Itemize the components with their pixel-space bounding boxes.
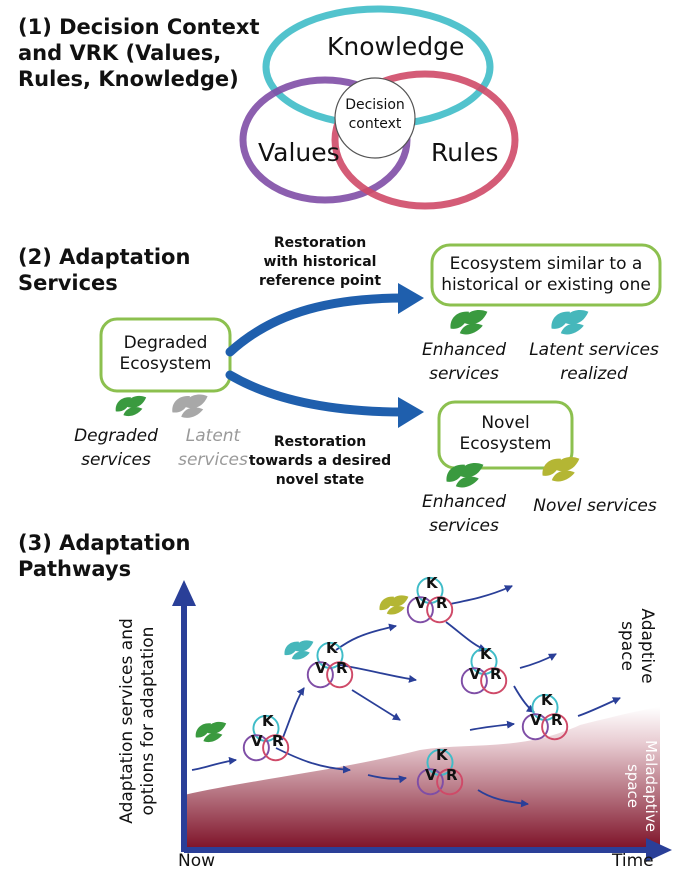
decision-context-line: context [348, 116, 402, 132]
degraded-services-label: Degraded services [66, 424, 166, 472]
latent-services-realized-line: realized [560, 364, 628, 384]
latent-services-realized-label: Latent services realized [520, 338, 668, 386]
vrk-k: K [436, 746, 448, 764]
decision-context-label: Decision context [335, 96, 415, 134]
section3-title: (3) Adaptation Pathways [18, 530, 190, 582]
section2-title: (2) Adaptation Services [18, 244, 190, 296]
section1-title: (1) Decision Context and VRK (Values, Ru… [18, 14, 259, 92]
similar-ecosystem-line: Ecosystem similar to a [449, 254, 643, 274]
latent-services-line: Latent [185, 426, 241, 446]
maladaptive-space-line: space [624, 763, 642, 808]
pathways-axes [172, 580, 672, 862]
vrk-r: R [551, 711, 563, 729]
vrk-v: V [425, 766, 437, 784]
vrk-node-text: K V R [411, 745, 469, 803]
vrk-r: R [446, 766, 458, 784]
novel-ecosystem-frame [437, 400, 574, 470]
novel-ecosystem-line: Ecosystem [459, 434, 552, 454]
latent-services-label: Latent services [168, 424, 258, 472]
vrk-node-text: K V R [237, 711, 295, 769]
section2-title-line: (2) Adaptation [18, 245, 191, 269]
knowledge-label: Knowledge [327, 32, 465, 61]
vrk-r: R [272, 732, 284, 750]
enhanced-services-line: Enhanced [421, 492, 507, 512]
maladaptive-space-line: Maladaptive [642, 740, 660, 832]
vrk-v: V [251, 732, 263, 750]
enhanced-services-line: services [429, 516, 499, 536]
latent-services-line: services [178, 450, 248, 470]
vrk-k: K [480, 645, 492, 663]
novel-ecosystem-line: Novel [481, 413, 530, 433]
leaf-cluster-icon [450, 310, 488, 335]
vrk-v: V [315, 659, 327, 677]
restoration-historical-line: Restoration [273, 235, 367, 251]
restoration-novel-label: Restoration towards a desired novel stat… [238, 433, 402, 490]
restoration-novel-line: Restoration [273, 434, 367, 450]
section2-title-line: Services [18, 271, 118, 295]
degraded-ecosystem-line: Degraded [123, 333, 208, 353]
restoration-historical-line: with historical [263, 254, 377, 270]
restoration-historical-arrow [225, 283, 424, 357]
vrk-venn [239, 5, 519, 210]
vrk-node-text: K V R [301, 638, 359, 696]
leaf-cluster-icon [195, 721, 227, 743]
decision-context-line: Decision [345, 97, 405, 113]
section1-title-line: (1) Decision Context [18, 15, 260, 39]
vrk-k: K [326, 639, 338, 657]
vrk-node-text: K V R [401, 573, 459, 631]
vrk-v: V [415, 594, 427, 612]
x-axis-time: Time [612, 851, 654, 871]
y-axis-label-line: Adaptation services and [117, 618, 137, 824]
novel-services-label: Novel services [533, 496, 657, 516]
restoration-novel-line: novel state [275, 472, 365, 488]
maladaptive-space [184, 707, 660, 850]
section1-title-line: Rules, Knowledge) [18, 67, 239, 91]
enhanced-services-line: Enhanced [421, 340, 507, 360]
vrk-r: R [490, 665, 502, 683]
maladaptive-space-label: Maladaptive space [624, 726, 660, 846]
leaf-cluster-icon [542, 457, 580, 482]
vrk-node-text: K V R [455, 644, 513, 702]
restoration-novel-line: towards a desired [248, 453, 392, 469]
vrk-r: R [436, 594, 448, 612]
latent-services-realized-line: Latent services [529, 340, 659, 360]
novel-ecosystem-label: Novel Ecosystem [439, 413, 572, 455]
enhanced-services-line: services [429, 364, 499, 384]
similar-ecosystem-line: historical or existing one [441, 275, 651, 295]
y-axis-label-line: options for adaptation [138, 626, 158, 816]
enhanced-services-label: Enhanced services [416, 338, 512, 386]
section1-title-line: and VRK (Values, [18, 41, 222, 65]
adaptive-space-label: Adaptive space [617, 608, 657, 684]
vrk-r: R [336, 659, 348, 677]
decision-context-circle [334, 77, 416, 159]
degraded-ecosystem-label: Degraded Ecosystem [101, 333, 230, 375]
vrk-v: V [530, 711, 542, 729]
vrk-k: K [541, 691, 553, 709]
rules-ring [331, 70, 519, 210]
x-axis-now: Now [178, 851, 216, 871]
degraded-services-line: Degraded [74, 426, 158, 446]
vrk-node-text: K V R [516, 690, 574, 748]
degraded-services-line: services [81, 450, 151, 470]
section3-title-line: Pathways [18, 557, 132, 581]
y-axis-label: Adaptation services and options for adap… [117, 581, 159, 861]
section3-title-line: (3) Adaptation [18, 531, 191, 555]
similar-ecosystem-frame [430, 243, 662, 307]
similar-ecosystem-label: Ecosystem similar to a historical or exi… [432, 254, 660, 296]
vrk-k: K [262, 712, 274, 730]
leaf-cluster-icon [551, 310, 589, 335]
rules-label: Rules [431, 138, 499, 167]
leaf-cluster-icon [115, 395, 147, 417]
restoration-historical-label: Restoration with historical reference po… [240, 234, 400, 291]
restoration-novel-arrow [225, 370, 424, 428]
restoration-historical-line: reference point [258, 273, 382, 289]
values-label: Values [258, 138, 340, 167]
vrk-k: K [426, 574, 438, 592]
leaf-cluster-icon [172, 394, 208, 418]
enhanced-services-label-2: Enhanced services [416, 490, 512, 538]
degraded-ecosystem-line: Ecosystem [119, 354, 212, 374]
vrk-v: V [469, 665, 481, 683]
